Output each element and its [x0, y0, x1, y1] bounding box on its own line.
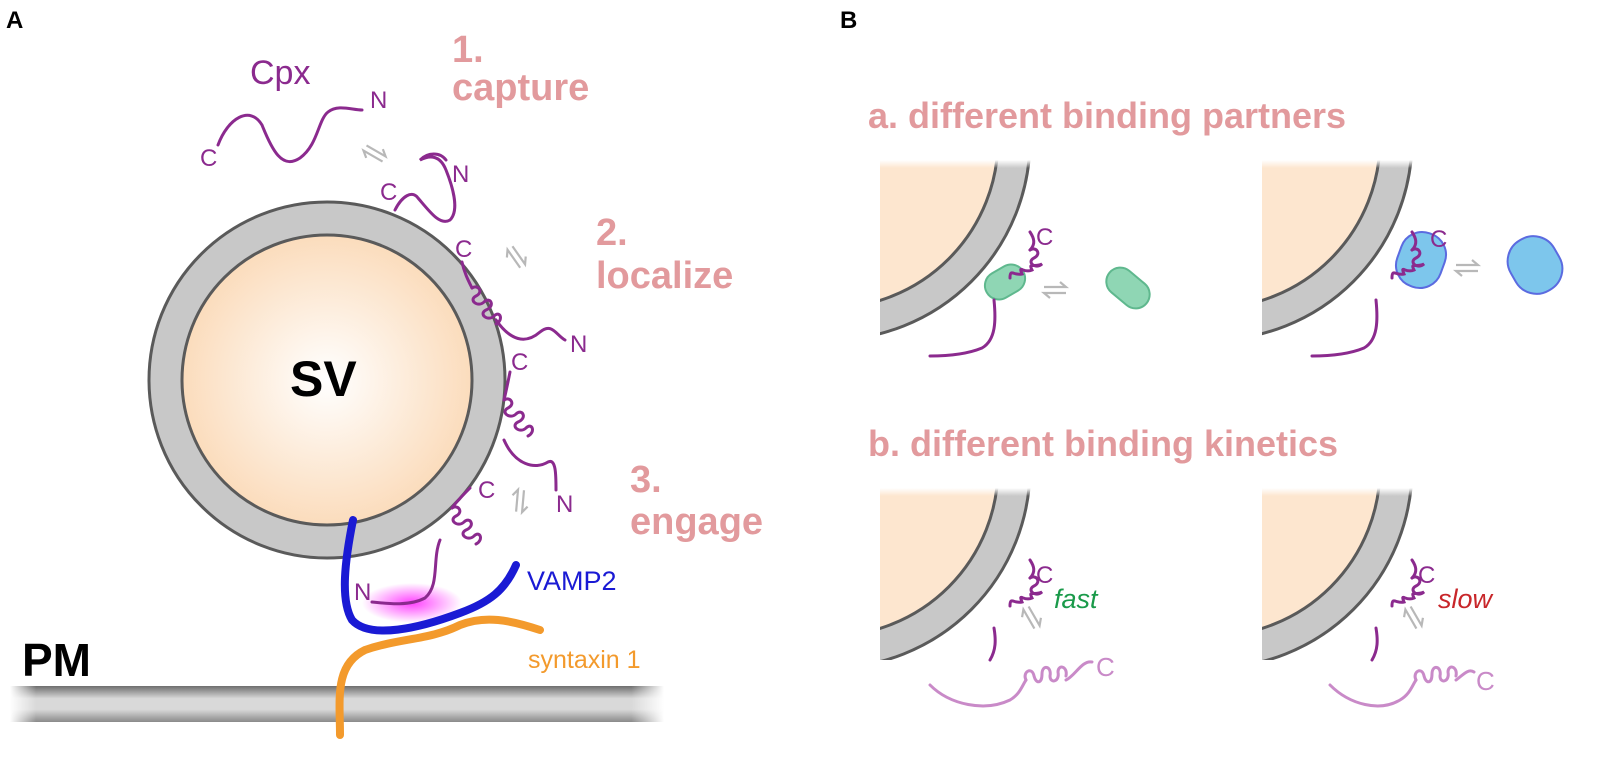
step1-text: capture	[452, 67, 589, 109]
binding-partner-green	[983, 263, 1027, 301]
pm-label: PM	[22, 634, 91, 686]
equilibrium-arrows-icon	[1042, 280, 1068, 300]
cpx-unbound-light	[1328, 665, 1476, 708]
cpx-localized-1	[460, 260, 567, 342]
cpx-engaged	[370, 486, 482, 606]
bb1-unbound-c-terminus: C	[1096, 652, 1115, 682]
syntaxin-label: syntaxin 1	[528, 646, 641, 674]
scenario-fast-kinetics: C fast C	[880, 488, 1115, 708]
cpx-localized-2	[502, 370, 558, 492]
equilibrium-arrows-icon	[1399, 602, 1428, 633]
bb1-c-terminus: C	[1036, 562, 1053, 589]
step3-text: engage	[630, 501, 763, 543]
panel-a: A PM SV syntaxin 1 VAMP2 1. capture 2. l…	[6, 7, 763, 739]
heading-binding-partners: a. different binding partners	[868, 95, 1346, 136]
syntaxin-1-helix	[335, 615, 544, 739]
bb2-c-terminus: C	[1418, 562, 1435, 589]
ba2-c-terminus: C	[1430, 226, 1447, 253]
cpx-localized-1-n-terminus: N	[570, 331, 587, 358]
scenario-slow-kinetics: C slow C	[1262, 488, 1495, 708]
ba1-c-terminus: C	[1036, 224, 1053, 251]
step2-number: 2.	[596, 212, 628, 254]
slow-label: slow	[1438, 584, 1494, 614]
panel-a-letter: A	[6, 7, 23, 34]
cpx-localized-1-c-terminus: C	[455, 236, 472, 263]
equilibrium-arrows-icon	[1017, 602, 1046, 633]
equilibrium-arrows-icon	[510, 488, 531, 514]
step1-number: 1.	[452, 29, 484, 71]
bb2-unbound-c-terminus: C	[1476, 666, 1495, 696]
cpx-free-c-terminus: C	[200, 145, 217, 172]
cpx-captured	[393, 152, 457, 223]
equilibrium-arrows-icon	[502, 242, 531, 272]
cpx-free-n-terminus: N	[370, 87, 387, 114]
synaptic-vesicle	[147, 200, 507, 560]
heading-binding-kinetics: b. different binding kinetics	[868, 423, 1338, 464]
panel-b-letter: B	[840, 7, 857, 34]
sv-label: SV	[290, 351, 357, 407]
cpx-protein-icon	[1370, 558, 1426, 662]
vamp2-helix	[340, 516, 520, 635]
binding-partner-blue-free	[1506, 235, 1564, 295]
cpx-free	[216, 106, 364, 164]
cpx-localized-2-c-terminus: C	[511, 349, 528, 376]
cpx-engaged-c-terminus: C	[478, 477, 495, 504]
scenario-partner-blue: C	[1262, 160, 1564, 358]
step2-text: localize	[596, 255, 733, 297]
step3-number: 3.	[630, 459, 662, 501]
cpx-unbound-light	[928, 660, 1094, 708]
equilibrium-arrows-icon	[359, 139, 390, 168]
binding-partner-green-free	[1105, 266, 1151, 310]
cpx-label: Cpx	[250, 54, 310, 92]
cpx-localized-2-n-terminus: N	[556, 491, 573, 518]
binding-partner-blue	[1395, 231, 1447, 289]
cpx-protein-icon	[988, 558, 1044, 662]
cpx-captured-c-terminus: C	[380, 179, 397, 206]
cpx-engaged-n-terminus: N	[354, 579, 371, 606]
cpx-protein-icon	[1310, 230, 1426, 358]
equilibrium-arrows-icon	[1454, 258, 1480, 278]
cpx-protein-icon	[928, 230, 1044, 358]
panel-b: B a. different binding partners b. diffe…	[840, 7, 1564, 708]
vamp2-label: VAMP2	[527, 566, 617, 596]
scenario-partner-green: C	[880, 160, 1151, 358]
cpx-captured-n-terminus: N	[452, 161, 469, 188]
fast-label: fast	[1054, 584, 1099, 614]
